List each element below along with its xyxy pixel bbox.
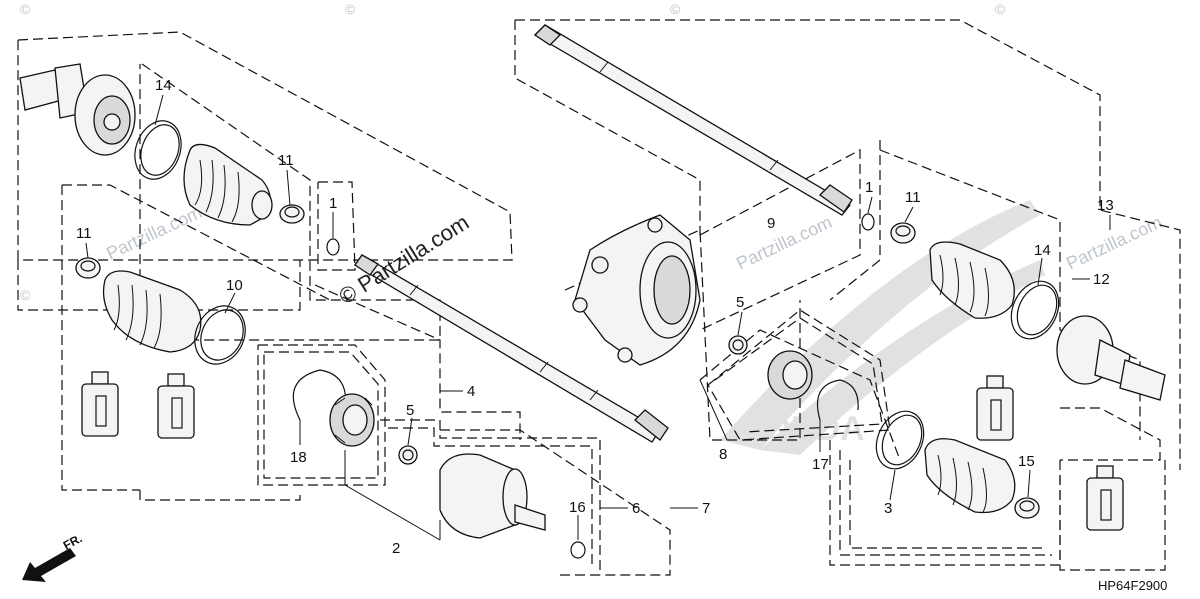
drive-shaft-upper-right (533, 24, 853, 216)
snap-ring-1-left (326, 238, 340, 256)
boot-band-3 (875, 410, 925, 470)
circlip-17 (816, 379, 859, 421)
svg-text:©: © (345, 1, 356, 17)
snap-ring-1-right (861, 213, 875, 231)
hub-8 (572, 214, 701, 366)
ring-5-left (398, 445, 418, 465)
grease-bottle-left-2 (157, 373, 195, 439)
svg-text:Partzilla.com: Partzilla.com (103, 202, 205, 264)
inner-race-left (329, 393, 375, 447)
inner-race-right (767, 350, 813, 400)
callouts: 14 11 1 11 10 18 4 5 2 16 6 7 8 9 5 1 11… (76, 77, 1114, 557)
callout-2: 2 (392, 540, 400, 557)
drive-shaft-4 (354, 254, 669, 443)
boot-lower-right (924, 438, 1016, 514)
callout-6: 6 (632, 500, 640, 517)
callout-3: 3 (884, 500, 892, 517)
leader-lines (85, 94, 1043, 541)
callout-14-left: 14 (155, 77, 172, 94)
svg-text:Partzilla.com: Partzilla.com (1063, 212, 1165, 274)
clamp-15 (1014, 497, 1040, 519)
callout-4: 4 (467, 383, 475, 400)
ring-5-right (728, 335, 748, 355)
grease-bottle-right-2 (1086, 465, 1124, 531)
direction-label: FR. (61, 531, 85, 552)
callout-16: 16 (569, 499, 586, 516)
callout-17: 17 (812, 456, 829, 473)
clamp-11-upper-left (279, 204, 305, 224)
callout-5-left: 5 (406, 402, 414, 419)
corner-watermarks: © © © © © (20, 1, 1006, 303)
callout-9: 9 (767, 215, 775, 232)
outer-cv-joint-right (1056, 315, 1166, 401)
clamp-11-lower-left (75, 257, 101, 279)
diagram-code: HP64F2900 (1098, 578, 1167, 593)
front-direction-arrow-icon (22, 548, 76, 582)
ring-16 (570, 541, 586, 559)
svg-text:Partzilla.com: Partzilla.com (733, 212, 835, 274)
callout-7: 7 (702, 500, 710, 517)
grease-bottle-left-1 (81, 371, 119, 437)
svg-text:©: © (20, 287, 31, 303)
boot-band-14-left (134, 120, 182, 180)
svg-text:©: © (995, 1, 1006, 17)
callout-1-left: 1 (329, 195, 337, 212)
callout-10: 10 (226, 277, 243, 294)
callout-13: 13 (1097, 197, 1114, 214)
svg-text:©: © (670, 1, 681, 17)
svg-text:©: © (20, 1, 31, 17)
callout-11-lower-left: 11 (76, 225, 92, 242)
boot-lower-left (102, 270, 202, 353)
callout-11-upper-left: 11 (278, 152, 294, 169)
boot-band-10 (194, 305, 246, 365)
callout-11-right: 11 (905, 189, 921, 206)
boot-upper-left (183, 143, 273, 226)
callout-15: 15 (1018, 453, 1035, 470)
boot-band-14-right (1010, 280, 1060, 340)
grease-bottle-right-1 (976, 375, 1014, 441)
callout-12: 12 (1093, 271, 1110, 288)
clamp-11-right (890, 222, 916, 244)
outer-cv-joint-left (19, 63, 136, 156)
callout-ticks (440, 215, 1111, 509)
callout-14-right: 14 (1034, 242, 1051, 259)
callout-8: 8 (719, 446, 727, 463)
circlip-18 (292, 369, 347, 421)
callout-18: 18 (290, 449, 307, 466)
boot-upper-right (929, 241, 1015, 319)
inner-joint-outer-race-2 (439, 453, 546, 539)
callout-5-right: 5 (736, 294, 744, 311)
callout-1-right: 1 (865, 179, 873, 196)
